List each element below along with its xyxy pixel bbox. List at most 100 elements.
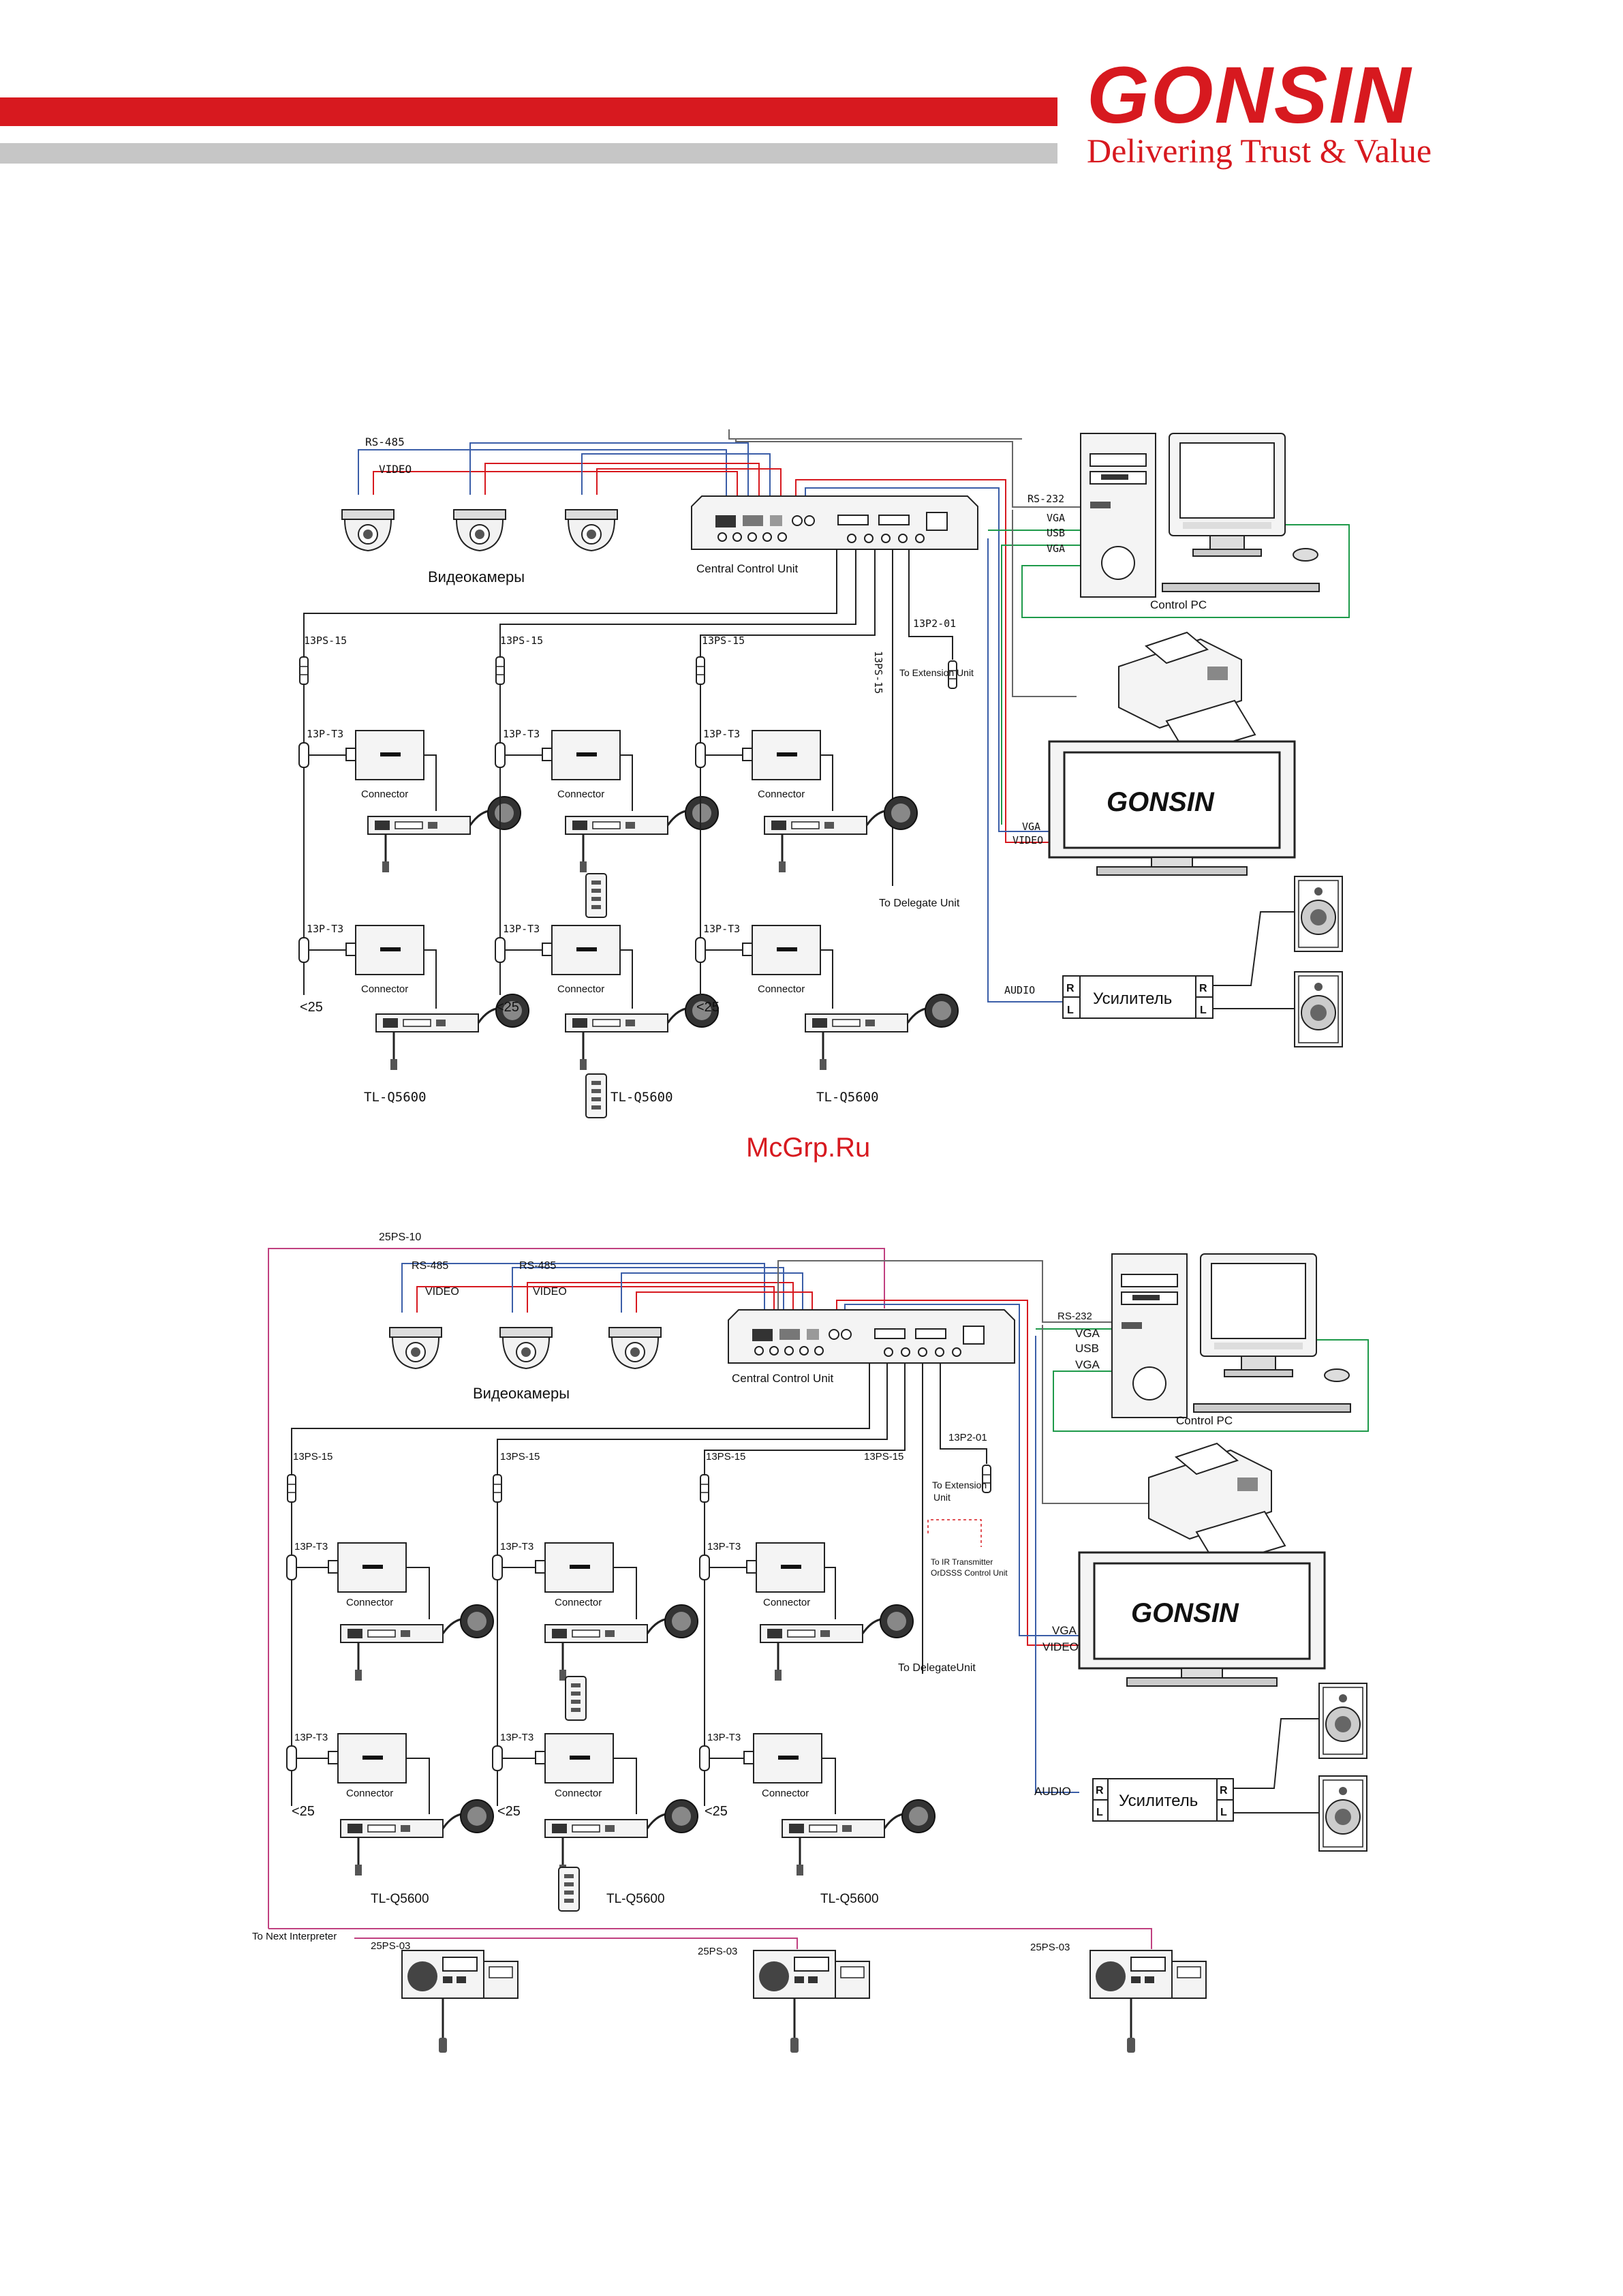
d2-delegate-mic-1a	[339, 1604, 495, 1682]
d2-cameras-label: Видеокамеры	[473, 1385, 570, 1402]
d2-col1-cable-label: 13PS-15	[293, 1451, 333, 1463]
d2-amp-l-out: L	[1220, 1807, 1227, 1818]
col2-cable-label: 13PS-15	[500, 634, 543, 647]
d2-delegate-label: To DelegateUnit	[898, 1662, 976, 1674]
d2-model-label-2: TL-Q5600	[606, 1892, 665, 1906]
d2-next-interp-label: To Next Interpreter	[252, 1931, 337, 1942]
d2-col3-cable-label: 13PS-15	[706, 1451, 745, 1463]
d2-connector-box-2a	[535, 1542, 614, 1593]
d2-control-pc	[1111, 1253, 1351, 1418]
d2-col2-tee-label-1: 13P-T3	[500, 1541, 534, 1552]
col1-tee-label-2: 13P-T3	[307, 923, 343, 935]
interp-bus-line	[268, 1248, 885, 1929]
d2-col1-tee-label-2: 13P-T3	[294, 1732, 328, 1743]
amp-r-out: R	[1199, 983, 1207, 994]
vga-line-1	[988, 518, 1081, 531]
header-red-bar	[0, 97, 1057, 126]
rs232-label: RS-232	[1027, 493, 1064, 505]
d2-camera-2	[499, 1327, 553, 1369]
d2-column-1: 13PS-15 13P-T3 Connector 13P-T3 Connecto…	[286, 1451, 495, 1906]
amp-l-out: L	[1200, 1005, 1207, 1016]
rs232-line	[735, 439, 1081, 508]
diagram-1: RS-485 VIDEO Видеокамеры Central Control…	[298, 429, 1350, 1118]
d2-ext-cable-label: 13P2-01	[948, 1432, 987, 1443]
delegate-mic-3a	[763, 795, 918, 874]
interpreter-unit-3	[1089, 1949, 1207, 2054]
d2-usb-label: USB	[1075, 1342, 1099, 1355]
camera-2	[453, 509, 506, 551]
d2-central-control-unit	[728, 1309, 1015, 1364]
remote-2b	[585, 1073, 607, 1118]
connector-box-3a	[742, 730, 821, 780]
d2-connector-label-3b: Connector	[762, 1788, 809, 1799]
interpreter-unit-2	[752, 1949, 871, 2054]
d2-column-3: 13PS-15 13P-T3 Connector 13P-T3 Connecto…	[699, 1451, 936, 1906]
d2-display-logo: GONSIN	[1131, 1598, 1239, 1628]
d2-vga-label-2: VGA	[1075, 1358, 1100, 1371]
vga-label-2: VGA	[1047, 542, 1065, 555]
column-2: 13PS-15 13P-T3 Connector 13P-T3 Connecto…	[495, 634, 720, 1118]
col3-max-label: <25	[696, 1000, 720, 1015]
d2-video-label-2: VIDEO	[533, 1286, 567, 1298]
connector-label-1a: Connector	[361, 789, 408, 800]
d2-camera-3	[608, 1327, 662, 1369]
connector-label-2a: Connector	[557, 789, 604, 800]
d2-connector-box-1b	[328, 1733, 407, 1784]
d2-ir-label-2: OrDSSS Control Unit	[931, 1568, 1008, 1578]
model-label-3: TL-Q5600	[816, 1090, 879, 1105]
connector-box-1a	[345, 730, 424, 780]
vertical-cable-label: 13PS-15	[872, 651, 884, 694]
d2-amp-r-in: R	[1096, 1785, 1104, 1796]
d2-interp-cable-label-1: 25PS-03	[371, 1940, 410, 1952]
d2-col2-tee-label-2: 13P-T3	[500, 1732, 534, 1743]
d2-col1-max-label: <25	[292, 1804, 315, 1819]
col2-tee-label-1: 13P-T3	[503, 728, 540, 740]
remote-2a	[585, 873, 607, 918]
d2-speaker-1	[1318, 1683, 1367, 1759]
connector-label-3b: Connector	[758, 983, 805, 995]
ext-unit-label: To Extension Unit	[899, 667, 974, 678]
connector-box-3b	[742, 925, 821, 975]
d2-connector-box-1a	[328, 1542, 407, 1593]
camera-3	[565, 509, 618, 551]
connector-label-2b: Connector	[557, 983, 604, 995]
d2-delegate-mic-2a	[544, 1604, 699, 1682]
audio-line	[987, 538, 1063, 1002]
video-label: VIDEO	[379, 463, 412, 476]
connector-box-1b	[345, 925, 424, 975]
d2-model-label-1: TL-Q5600	[371, 1892, 429, 1906]
amp-label: Усилитель	[1093, 990, 1172, 1008]
d2-delegate-mic-3b	[781, 1798, 936, 1877]
d2-col1-tee-label-1: 13P-T3	[294, 1541, 328, 1552]
d2-connector-box-3a	[746, 1542, 825, 1593]
d2-delegate-mic-1b	[339, 1798, 495, 1877]
video-to-display-line	[795, 479, 1063, 843]
d2-rs485-label-2: RS-485	[519, 1260, 556, 1272]
rs485-line-3	[581, 453, 771, 496]
d2-vga-label-1: VGA	[1075, 1327, 1100, 1340]
d2-video-label-1: VIDEO	[425, 1286, 459, 1298]
display-video-label: VIDEO	[1013, 834, 1043, 846]
watermark: McGrp.Ru	[746, 1133, 871, 1163]
col3-tee-label-1: 13P-T3	[703, 728, 740, 740]
d2-col2-cable-label: 13PS-15	[500, 1451, 540, 1463]
d2-connector-box-3b	[743, 1733, 822, 1784]
d2-column-2: 13PS-15 13P-T3 Connector 13P-T3 Connecto…	[492, 1451, 699, 1912]
d2-rs485-label-1: RS-485	[412, 1260, 448, 1272]
rs485-label: RS-485	[365, 435, 405, 448]
d2-col3-max-label: <25	[705, 1804, 728, 1819]
brand-tagline: Delivering Trust & Value	[1087, 132, 1432, 170]
vga-label-1: VGA	[1047, 512, 1065, 524]
top-cable-label: 25PS-10	[379, 1231, 421, 1243]
brand-logo: GONSIN	[1087, 55, 1536, 136]
video-line-2	[484, 463, 760, 496]
delegate-mic-2a	[564, 795, 720, 874]
connector-label-1b: Connector	[361, 983, 408, 995]
col1-cable-label: 13PS-15	[304, 634, 347, 647]
column-1: 13PS-15 13P-T3 Connector 13P-T3 Connecto…	[298, 634, 530, 1105]
d2-interp-cable-label-3: 25PS-03	[1030, 1942, 1070, 1953]
d2-ext-unit-label-1: To Extension	[932, 1480, 987, 1490]
d2-interp-cable-label-2: 25PS-03	[698, 1946, 737, 1957]
usb-label: USB	[1047, 527, 1065, 539]
d2-display-video-label: VIDEO	[1042, 1640, 1079, 1653]
